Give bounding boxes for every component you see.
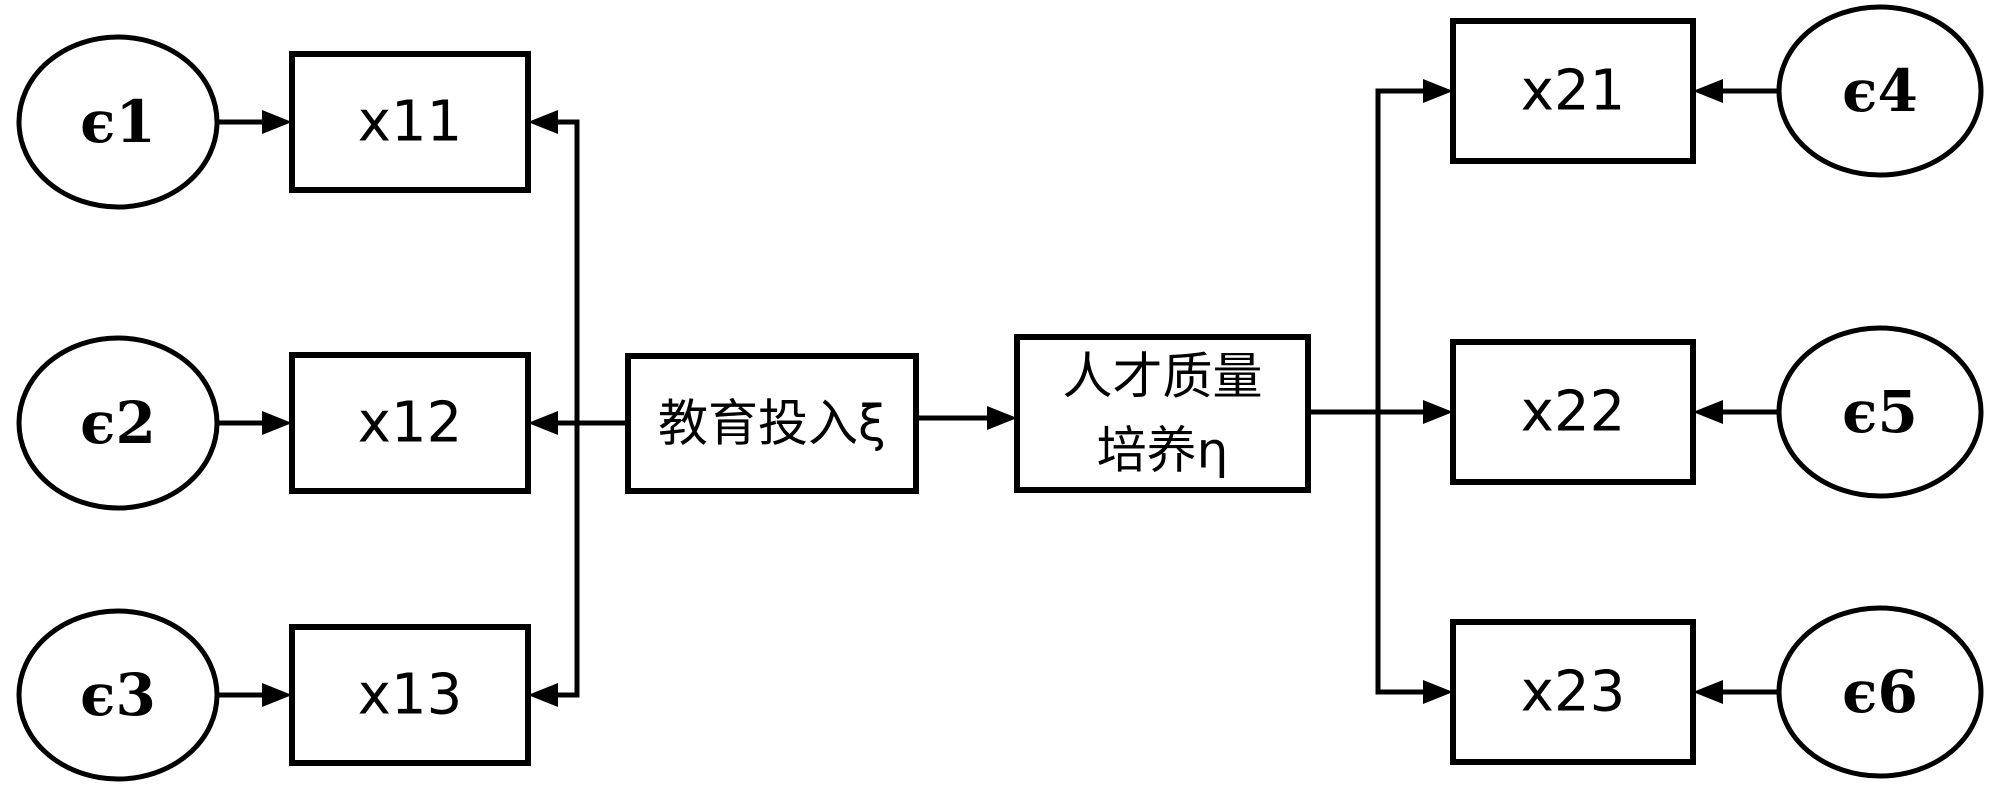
edge-eta-to-x23: [1375, 409, 1453, 704]
edge-eps6-to-x23: [1693, 680, 1782, 704]
x23-label: x23: [1521, 660, 1625, 725]
eps1-to-x11-arrowhead: [262, 110, 292, 134]
eps4-label: ϵ4: [1842, 57, 1918, 125]
xi-to-x12-arrowhead: [528, 411, 558, 435]
edge-xi-to-eta: [913, 406, 1017, 430]
node-eps2: ϵ2: [16, 335, 220, 511]
x21-label: x21: [1521, 59, 1625, 124]
x22-box: [1450, 339, 1696, 485]
eps1-label: ϵ1: [80, 88, 156, 156]
node-x23: x23: [1450, 619, 1696, 765]
edge-eta-to-x21: [1375, 79, 1453, 415]
eps5-label: ϵ5: [1842, 378, 1918, 446]
edge-eta-to-x22: [1305, 400, 1453, 424]
eta-to-x21-line: [1375, 88, 1428, 415]
x12-label: x12: [358, 391, 462, 456]
eta-label: 人才质量培养η: [1063, 348, 1263, 480]
eps5-to-x22-arrowhead: [1693, 400, 1723, 424]
eps4-to-x21-arrowhead: [1693, 79, 1723, 103]
xi-to-x11-arrowhead: [528, 110, 558, 134]
xi-label: 教育投入ξ: [658, 395, 886, 453]
xi-to-x13-line: [553, 420, 580, 698]
node-eta: 人才质量培养η: [1014, 334, 1311, 493]
eps6-to-x23-arrowhead: [1693, 680, 1723, 704]
node-eps6: ϵ6: [1776, 605, 1984, 779]
eps2-ellipse: [16, 335, 220, 511]
edge-eps4-to-x21: [1693, 79, 1782, 103]
edge-xi-to-x13: [528, 420, 580, 707]
edge-eps5-to-x22: [1693, 400, 1782, 424]
edge-eps3-to-x13: [214, 683, 292, 707]
eps4-ellipse: [1776, 4, 1984, 178]
node-eps3: ϵ3: [16, 608, 220, 782]
x21-box: [1450, 18, 1696, 164]
edge-eps2-to-x12: [214, 411, 292, 435]
eps6-ellipse: [1776, 605, 1984, 779]
x11-box: [289, 51, 531, 193]
xi-to-eta-arrowhead: [987, 406, 1017, 430]
eta-to-x23-line: [1375, 409, 1428, 695]
eta-to-x22-arrowhead: [1423, 400, 1453, 424]
eta-to-x21-arrowhead: [1423, 79, 1453, 103]
node-x21: x21: [1450, 18, 1696, 164]
node-x11: x11: [289, 51, 531, 193]
node-eps1: ϵ1: [16, 34, 220, 210]
xi-to-x13-arrowhead: [528, 683, 558, 707]
eps3-ellipse: [16, 608, 220, 782]
edge-xi-to-x11: [528, 110, 580, 426]
edge-eps1-to-x11: [214, 110, 292, 134]
x13-label: x13: [358, 663, 462, 728]
x23-box: [1450, 619, 1696, 765]
x22-label: x22: [1521, 380, 1625, 445]
node-eps4: ϵ4: [1776, 4, 1984, 178]
eps2-label: ϵ2: [80, 389, 156, 457]
node-xi: 教育投入ξ: [625, 353, 919, 494]
eta-to-x23-arrowhead: [1423, 680, 1453, 704]
node-x22: x22: [1450, 339, 1696, 485]
xi-to-x11-line: [553, 119, 580, 426]
xi-box: [625, 353, 919, 494]
x12-box: [289, 352, 531, 494]
node-x12: x12: [289, 352, 531, 494]
eps2-to-x12-arrowhead: [262, 411, 292, 435]
edge-xi-to-x12: [528, 411, 631, 435]
eps3-label: ϵ3: [80, 661, 156, 729]
node-eps5: ϵ5: [1776, 325, 1984, 499]
eta-box: [1014, 334, 1311, 493]
eps6-label: ϵ6: [1842, 658, 1918, 726]
eps3-to-x13-arrowhead: [262, 683, 292, 707]
x11-label: x11: [358, 90, 462, 155]
node-x13: x13: [289, 624, 531, 766]
eps1-ellipse: [16, 34, 220, 210]
x13-box: [289, 624, 531, 766]
eps5-ellipse: [1776, 325, 1984, 499]
